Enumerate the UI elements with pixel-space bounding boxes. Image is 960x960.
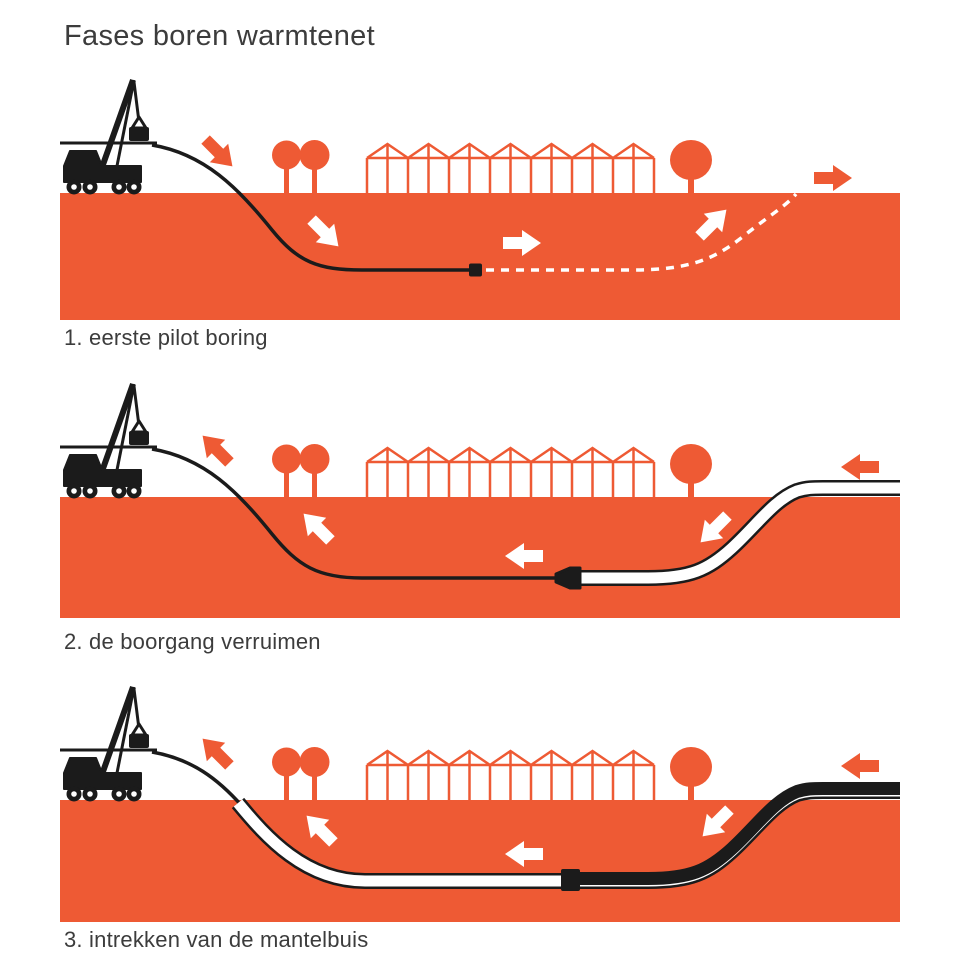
arrow-left-icon [841, 454, 879, 480]
panel-1-scene [0, 70, 900, 320]
reamer-head [554, 566, 582, 590]
puller-head [561, 869, 580, 891]
casing-pipe [579, 782, 900, 885]
arrow-left-icon [841, 753, 879, 779]
arrow-down-right-icon [196, 130, 242, 176]
trees-and-greenhouses [270, 138, 714, 195]
widened-borehole-tube [579, 480, 900, 586]
drill-rig-icon [60, 384, 157, 499]
trees-and-greenhouses [270, 745, 714, 802]
ground-block [60, 193, 900, 320]
drill-rig-icon [60, 687, 157, 802]
panel-3-scene [0, 682, 900, 922]
panel-1-caption: 1. eerste pilot boring [64, 325, 268, 350]
page-title: Fases boren warmtenet [64, 20, 375, 52]
drill-head [469, 263, 482, 277]
pull-rod [151, 447, 557, 580]
pilot-drill-string [151, 143, 469, 272]
panel-2-scene [0, 380, 900, 618]
trees-and-greenhouses [270, 442, 714, 499]
pull-rod [151, 750, 244, 808]
planned-bore-dashed-path [486, 192, 798, 272]
panel-3-caption: 3. intrekken van de mantelbuis [64, 927, 369, 952]
arrow-right-icon [814, 165, 852, 191]
panel-2-caption: 2. de boorgang verruimen [64, 629, 321, 654]
drill-rig-icon [60, 80, 157, 195]
